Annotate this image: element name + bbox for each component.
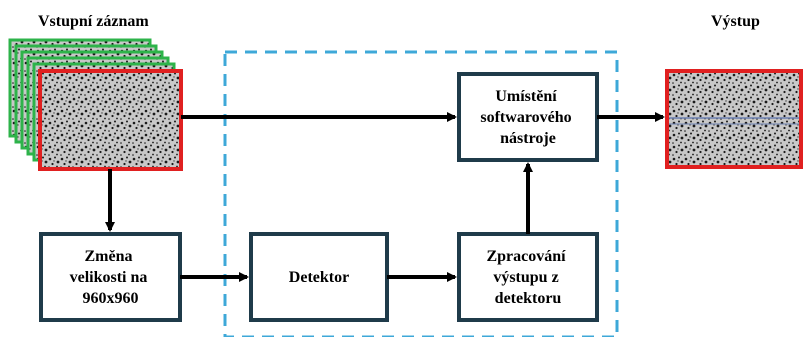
processing-label-line: detektoru xyxy=(495,290,562,307)
input-frame-stack xyxy=(8,38,183,171)
input-title: Vstupní záznam xyxy=(38,13,149,30)
detector-label: Detektor xyxy=(289,269,349,286)
current-frame xyxy=(38,69,183,171)
resize-label-line: Změna xyxy=(85,248,133,265)
output-title: Výstup xyxy=(711,13,760,30)
detector-label-line: Detektor xyxy=(289,269,349,286)
output-image xyxy=(665,69,803,169)
detector-box xyxy=(249,232,389,322)
placement-label: Umístění softwarového nástroje xyxy=(480,88,575,147)
resize-label: Změna velikosti na 960x960 xyxy=(70,248,152,307)
placement-label-line: Umístění xyxy=(495,88,557,105)
processing-label: Zpracování výstupu z detektoru xyxy=(486,248,569,307)
resize-box xyxy=(39,232,182,322)
placement-label-line: nástroje xyxy=(500,130,556,147)
resize-label-line: velikosti na xyxy=(70,269,148,286)
resize-label-line: 960x960 xyxy=(83,290,139,307)
processing-label-line: Zpracování xyxy=(486,248,566,265)
processing-label-line: výstupu z xyxy=(493,269,558,286)
processing-region xyxy=(223,50,619,337)
output-frame xyxy=(665,69,803,169)
arrows xyxy=(105,112,665,282)
placement-box xyxy=(457,72,599,162)
placement-label-line: softwarového xyxy=(480,109,571,126)
